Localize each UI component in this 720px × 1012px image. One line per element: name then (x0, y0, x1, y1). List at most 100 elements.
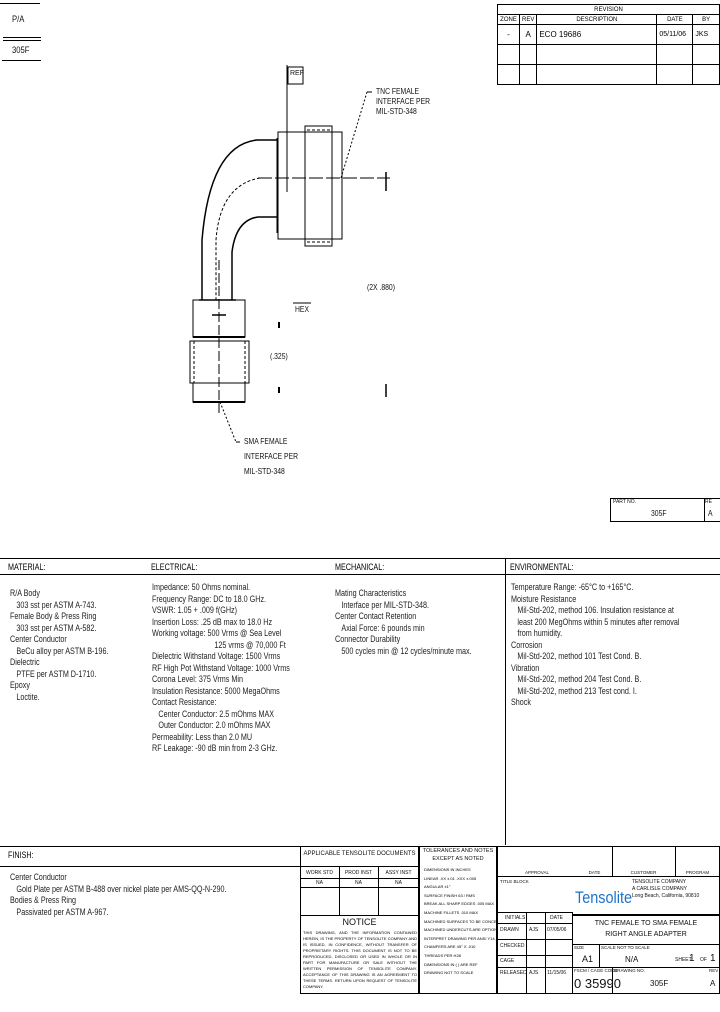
mechanical-line: Interface per MIL-STD-348. (341, 599, 430, 610)
tolerance-item: MACHINED SURFACES TO BE CONCENTRIC TO WI… (424, 918, 496, 924)
finish-heading: FINISH: (8, 850, 34, 860)
electrical-line: VSWR: 1.05 + .009 f(GHz) (152, 605, 238, 615)
mechanical-line: Connector Durability (335, 634, 401, 644)
divider (0, 558, 720, 559)
drawing-title-line-1: TNC FEMALE TO SMA FEMALE (594, 920, 698, 927)
electrical-line: Outer Conductor: 2.0 mOhms MAX (158, 720, 271, 730)
notice-title: NOTICE (342, 917, 377, 927)
electrical-line: Permeability: Less than 2.0 MU (152, 731, 253, 742)
environmental-line: Moisture Resistance (511, 593, 577, 604)
material-line: 303 sst per ASTM A-743. (16, 599, 97, 610)
mechanical-line: 500 cycles min @ 12 cycles/minute max. (341, 645, 472, 656)
tolerance-item: DRAWING NOT TO SCALE (424, 970, 474, 976)
mechanical-line: Axial Force: 6 pounds min (341, 622, 425, 633)
electrical-line: 125 vrms @ 70,000 Ft (214, 639, 286, 650)
electrical-line: Insulation Resistance: 5000 MegaOhms (152, 685, 280, 696)
drawing-title-line-2: RIGHT ANGLE ADAPTER (605, 931, 687, 938)
environmental-line: Corrosion (511, 639, 543, 650)
applicable-docs-box (300, 846, 419, 994)
drawing-rev: A (710, 979, 716, 988)
divider (0, 866, 300, 867)
environmental-heading: ENVIRONMENTAL: (510, 562, 574, 572)
mechanical-line: Center Contact Retention (335, 611, 417, 621)
tolerance-item: ANGULAR ±1° (424, 884, 451, 890)
material-line: Dielectric (10, 657, 40, 667)
environmental-line: Mil-Std-202, method 106. Insulation resi… (517, 605, 674, 615)
bottom-callout-line-3: MIL-STD-348 (244, 467, 285, 476)
mechanical-heading: MECHANICAL: (335, 562, 385, 572)
electrical-line: RF High Pot Withstand Voltage: 1000 Vrms (152, 662, 290, 673)
part-number-value: 305F (651, 509, 667, 518)
sheet-number: 1 (689, 953, 695, 964)
bottom-callout-line-1: SMA FEMALE (244, 437, 288, 446)
dimension-hex-label: HEX (295, 305, 309, 314)
divider (2, 60, 41, 61)
environmental-line: from humidity. (517, 628, 563, 638)
material-line: R/A Body (10, 588, 41, 598)
environmental-line: Shock (511, 697, 532, 707)
tolerances-box (419, 846, 497, 994)
part-number-box: PART NO. RE 305F A (610, 498, 720, 522)
table-row (497, 44, 720, 65)
electrical-heading: ELECTRICAL: (151, 562, 198, 572)
material-line: Epoxy (10, 680, 31, 690)
divider (0, 574, 720, 575)
tolerance-item: DIMENSIONS IN ( ) ARE REF (424, 961, 478, 967)
finish-line: Gold Plate per ASTM B-488 over nickel pl… (16, 883, 227, 894)
mechanical-line: Mating Characteristics (335, 588, 407, 598)
electrical-line: Corona Level: 375 Vrms Min (152, 674, 243, 684)
electrical-line: Working voltage: 500 Vrms @ Sea Level (152, 628, 282, 638)
finish-line: Bodies & Press Ring (10, 895, 77, 905)
tolerance-item: MACHINE FILLETS .010 MAX (424, 909, 479, 915)
electrical-line: Frequency Range: DC to 18.0 GHz. (152, 593, 267, 604)
environmental-line: Mil-Std-202, method 204 Test Cond. B. (517, 674, 642, 684)
tolerance-item: LINEAR .XX ±.01 .XXX ±.005 (424, 875, 477, 881)
environmental-list: Temperature Range: -65°C to +165°C.Moist… (511, 582, 720, 709)
electrical-line: Dielectric Withstand Voltage: 1500 Vrms (152, 651, 281, 661)
divider (3, 37, 41, 38)
dimension-flat: (.325) (270, 352, 288, 361)
tolerances-subtitle: EXCEPT AS NOTED (432, 856, 484, 862)
environmental-line: Mil-Std-202, method 101 Test Cond. B. (517, 651, 642, 661)
finish-line: Passivated per ASTM A-967. (16, 906, 109, 917)
environmental-line: Temperature Range: -65°C to +165°C. (511, 582, 634, 592)
electrical-line: RF Leakage: -90 dB min from 2-3 GHz. (152, 743, 278, 753)
tolerance-item: MACHINED UNDERCUTS ARE OPTIONAL (424, 927, 496, 933)
divider (3, 40, 41, 41)
electrical-list: Impedance: 50 Ohms nominal.Frequency Ran… (152, 582, 324, 755)
tolerance-item: BREAK ALL SHARP EDGES .005 MAX (424, 901, 495, 907)
sheet-total: 1 (710, 953, 716, 964)
material-line: Female Body & Press Ring (10, 611, 97, 621)
tolerance-item: INTERPRET DRAWING PER ANSI Y14.5 (424, 935, 496, 941)
material-line: Center Conductor (10, 634, 67, 644)
environmental-line: least 200 MegOhms within 5 minutes after… (517, 616, 680, 627)
bottom-callout-line-2: INTERFACE PER (244, 452, 299, 461)
company-address: TENSOLITE COMPANY A CARLISLE COMPANY Lon… (632, 879, 700, 899)
tensolite-logo: Tensolite (575, 888, 633, 907)
drawing-number: 305F (650, 979, 669, 988)
scale-value: N/A (625, 955, 639, 964)
environmental-line: Vibration (511, 662, 540, 673)
tolerances-list: DIMENSIONS IN INCHES LINEAR .XX ±.01 .XXX… (424, 866, 496, 978)
material-line: PTFE per ASTM D-1710. (16, 668, 97, 679)
notice-body: THIS DRAWING, AND THE INFORMATION CONTAI… (303, 930, 417, 989)
top-callout-line-2: INTERFACE PER (376, 97, 431, 106)
electrical-line: Contact Resistance: (152, 697, 217, 707)
divider (0, 3, 40, 4)
ref-label: REF (290, 70, 304, 77)
tolerance-item: THREADS PER H28 (424, 952, 461, 958)
environmental-line: Mil-Std-202, method 213 Test cond. I. (517, 685, 637, 696)
part-label-value: 305F (12, 45, 30, 55)
connector-drawing (189, 65, 390, 443)
tolerances-title: TOLERANCES AND NOTES (422, 848, 494, 854)
top-callout-line-3: MIL-STD-348 (376, 107, 417, 116)
material-heading: MATERIAL: (8, 562, 46, 572)
divider (505, 558, 506, 845)
electrical-line: Insertion Loss: .25 dB max to 18.0 Hz (152, 616, 273, 627)
material-line: 303 sst per ASTM A-582. (16, 622, 97, 633)
tolerance-item: DIMENSIONS IN INCHES (424, 867, 471, 872)
size-value: A1 (582, 954, 594, 964)
